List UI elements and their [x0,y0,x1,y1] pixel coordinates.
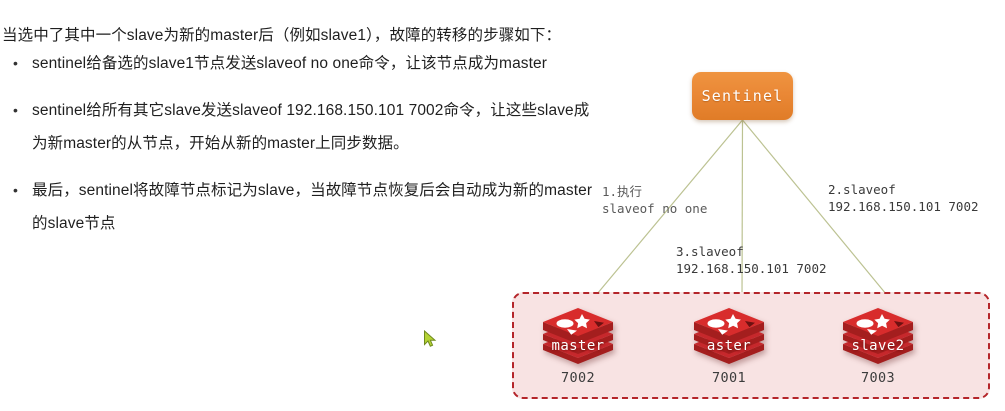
connector-lines [591,119,892,302]
edge-label-step-3: 3.slaveof 192.168.150.101 7002 [676,244,827,276]
list-item: • sentinel给所有其它slave发送slaveof 192.168.15… [0,94,600,160]
list-item-text: sentinel给备选的slave1节点发送slaveof no one命令，让… [32,55,548,72]
list-item-text: 最后，sentinel将故障节点标记为slave，当故障节点恢复后会自动成为新的… [32,182,593,232]
redis-icon-wrap: slave2 [839,300,917,364]
redis-node-master[interactable]: master 7002 [523,300,633,386]
redis-node-name: master [551,338,605,354]
edge-label-step-1: 1.执行 slaveof no one [602,184,708,216]
redis-node-name: aster [706,338,752,354]
redis-node-port: 7003 [860,370,896,386]
bullet-dot-icon: • [13,182,19,198]
redis-icon-wrap: master [539,300,617,364]
redis-node-slave2[interactable]: slave2 7003 [823,300,933,386]
redis-node-slave1[interactable]: aster 7001 [674,300,784,386]
edge-label-step-2: 2.slaveof 192.168.150.101 7002 [828,182,979,214]
failover-diagram: Sentinel 1.执行 slaveof no one 2.slaveof 1… [490,0,1005,411]
redis-node-name: slave2 [851,338,905,354]
redis-logo-icon [694,308,764,364]
list-item: • sentinel给备选的slave1节点发送slaveof no one命令… [0,47,600,80]
arrow-cursor-icon [424,330,437,347]
redis-logo-icon [843,308,913,364]
steps-bullet-list: • sentinel给备选的slave1节点发送slaveof no one命令… [0,47,600,254]
redis-icon-wrap: aster [690,300,768,364]
list-item: • 最后，sentinel将故障节点标记为slave，当故障节点恢复后会自动成为… [0,174,600,240]
list-item-text: sentinel给所有其它slave发送slaveof 192.168.150.… [32,102,590,152]
sentinel-node[interactable]: Sentinel [692,72,793,120]
intro-paragraph: 当选中了其中一个slave为新的master后（例如slave1），故障的转移的… [2,26,562,44]
redis-logo-icon [543,308,613,364]
redis-node-port: 7002 [560,370,596,386]
bullet-dot-icon: • [13,55,19,71]
sentinel-node-label: Sentinel [701,87,784,105]
redis-node-port: 7001 [711,370,747,386]
bullet-dot-icon: • [13,102,19,118]
